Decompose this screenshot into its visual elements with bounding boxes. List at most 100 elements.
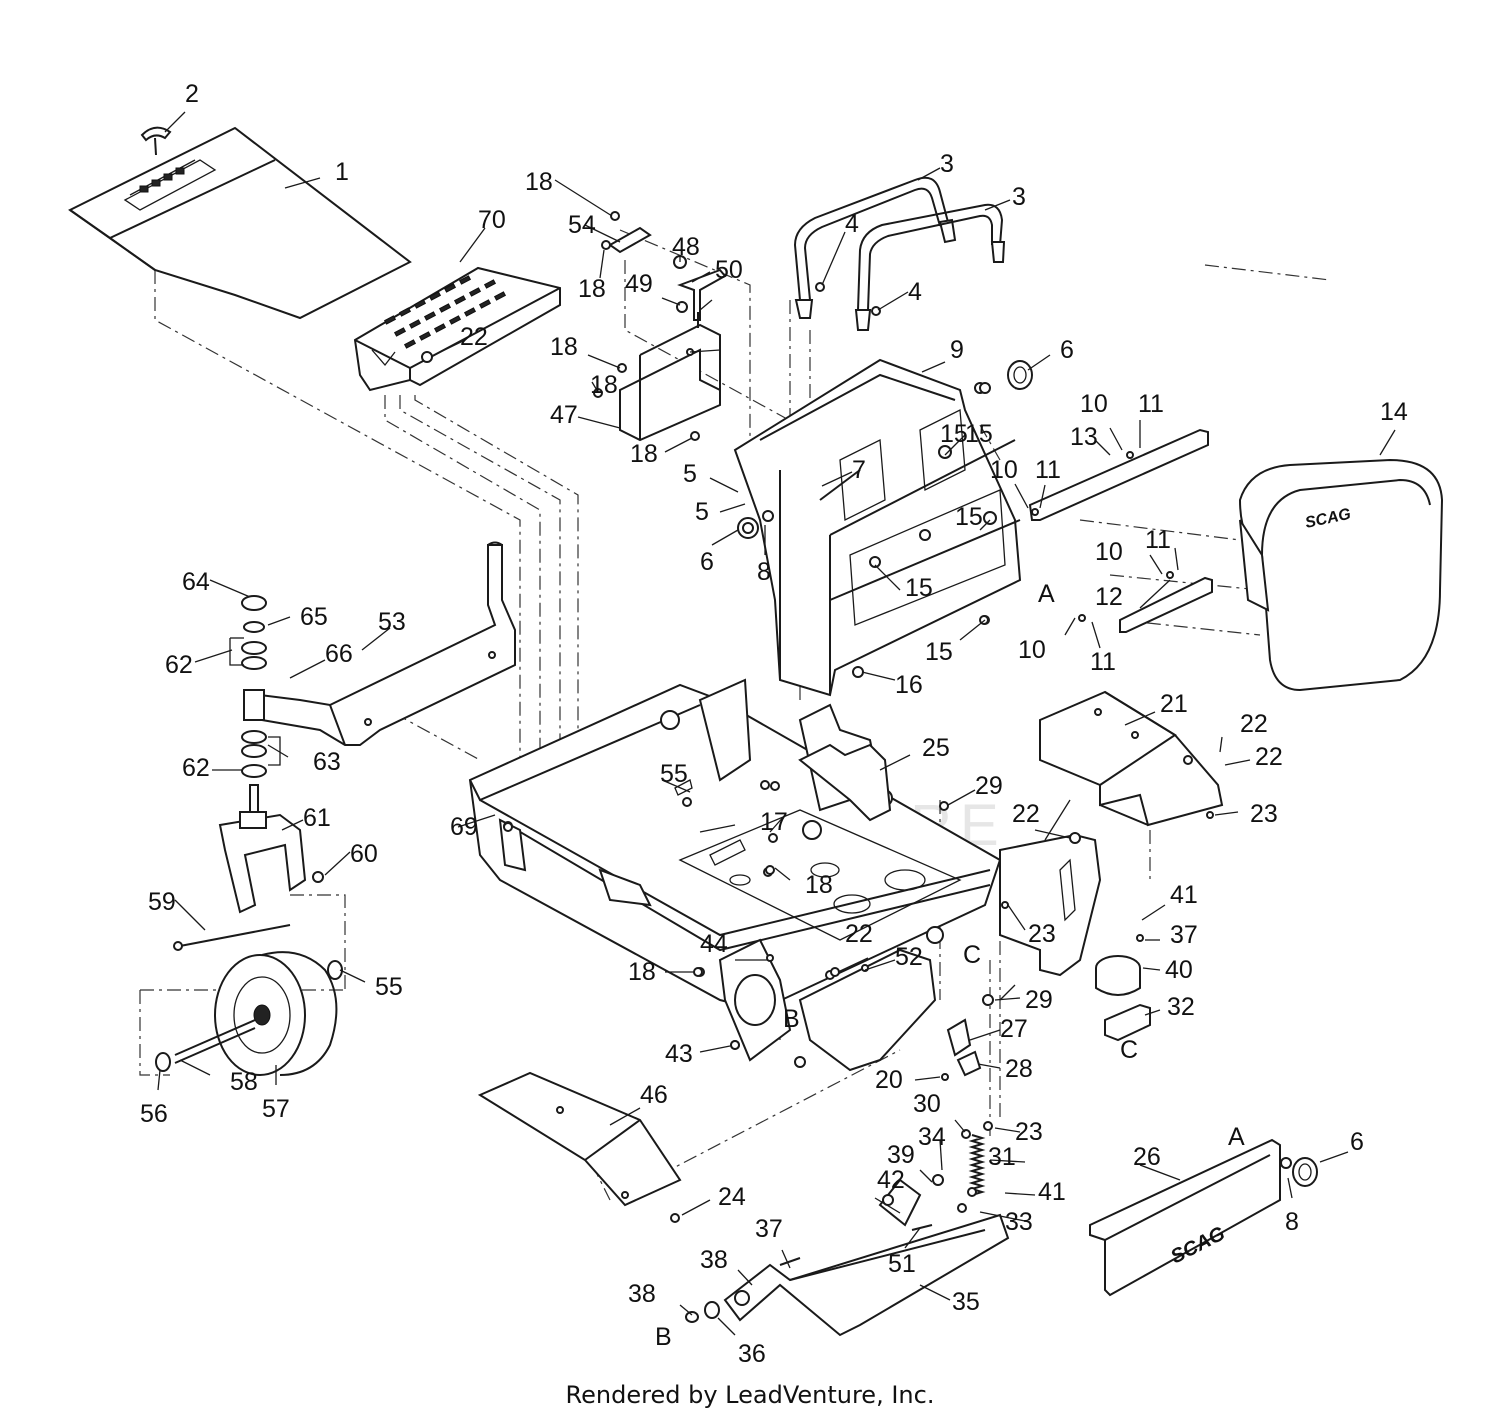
callout: 4 — [908, 278, 922, 306]
callout: 22 — [1240, 710, 1268, 738]
callout: 29 — [975, 772, 1003, 800]
callout: 11 — [1138, 390, 1164, 418]
callout: 44 — [700, 930, 728, 958]
callout: 14 — [1380, 398, 1408, 426]
callout: 29 — [1025, 986, 1053, 1014]
callout: 57 — [262, 1095, 290, 1123]
callout: 47 — [550, 401, 578, 429]
callout: 1 — [335, 158, 349, 186]
latch-bracket — [946, 1018, 982, 1077]
callout: 6 — [1350, 1128, 1364, 1156]
seat-base — [1039, 690, 1224, 827]
callout: 18 — [525, 168, 553, 196]
callout: 35 — [952, 1288, 980, 1316]
callout: 10 — [1095, 538, 1123, 566]
callout: 18 — [590, 371, 618, 399]
callout: 23 — [1028, 920, 1056, 948]
callout: 27 — [1000, 1015, 1028, 1043]
callout: 2 — [185, 80, 199, 108]
callout: 6 — [1060, 336, 1074, 364]
callout: 37 — [755, 1215, 783, 1243]
callout: 4 — [845, 210, 859, 238]
main-frame — [468, 678, 1102, 1072]
callout: 53 — [378, 608, 406, 636]
callout: 54 — [568, 211, 596, 239]
reference-letters: A A B B C C — [655, 580, 1245, 1351]
callout: 18 — [550, 333, 578, 361]
callout: 46 — [640, 1081, 668, 1109]
callout: 26 — [1133, 1143, 1161, 1171]
caster-fork — [173, 595, 324, 951]
seat-knob — [140, 126, 172, 156]
perforated-cover — [353, 266, 561, 392]
callout: 62 — [182, 754, 210, 782]
callout: 8 — [1285, 1208, 1299, 1236]
callout: 24 — [718, 1183, 746, 1211]
callout: 5 — [683, 460, 697, 488]
hardware — [421, 211, 1214, 1223]
spring — [961, 1121, 993, 1197]
callout: 25 — [922, 734, 950, 762]
caster-arm — [258, 541, 516, 746]
callout-labels: 1 2 3 3 4 4 5 5 6 6 6 7 8 8 9 10 10 10 1… — [140, 80, 1408, 1368]
callout: 55 — [375, 973, 403, 1001]
callout: 36 — [738, 1340, 766, 1368]
callout: 59 — [148, 888, 176, 916]
callout: 11 — [1035, 456, 1061, 484]
callout: 15 — [940, 420, 968, 448]
callout: 15 — [965, 420, 993, 448]
callout: 64 — [182, 568, 210, 596]
callout: 13 — [1070, 423, 1098, 451]
callout: 22 — [1012, 800, 1040, 828]
callout: 16 — [895, 671, 923, 699]
callout: 30 — [913, 1090, 941, 1118]
callout: 62 — [165, 651, 193, 679]
callout: 40 — [1165, 956, 1193, 984]
callout: 37 — [1170, 921, 1198, 949]
callout: 51 — [888, 1250, 916, 1278]
callout: 33 — [1005, 1208, 1033, 1236]
callout: 18 — [628, 958, 656, 986]
callout: 32 — [1167, 993, 1195, 1021]
callout: 39 — [887, 1141, 915, 1169]
ref-letter: A — [1228, 1123, 1245, 1151]
seat: SCAG — [1238, 458, 1444, 692]
callout: 15 — [905, 574, 933, 602]
callout: 43 — [665, 1040, 693, 1068]
foot-plate — [477, 1071, 682, 1207]
callout: 49 — [625, 270, 653, 298]
ref-letter: A — [1038, 580, 1055, 608]
callout: 3 — [940, 150, 954, 178]
callout: 10 — [1018, 636, 1046, 664]
callout: 5 — [695, 498, 709, 526]
callout: 66 — [325, 640, 353, 668]
callout: 52 — [895, 943, 923, 971]
floor-pan-cover — [68, 126, 412, 320]
callout: 28 — [1005, 1055, 1033, 1083]
callout: 65 — [300, 603, 328, 631]
callout: 9 — [950, 336, 964, 364]
callout: 18 — [578, 275, 606, 303]
callout: 69 — [450, 813, 478, 841]
callout: 42 — [877, 1166, 905, 1194]
callout: 56 — [140, 1100, 168, 1128]
callout: 38 — [628, 1280, 656, 1308]
callout: 15 — [925, 638, 953, 666]
footer-credit: Rendered by LeadVenture, Inc. — [565, 1381, 935, 1409]
rear-panel: SCAG — [1089, 1138, 1318, 1297]
callout: 8 — [757, 558, 771, 586]
callout: 55 — [660, 760, 688, 788]
callout: 23 — [1015, 1118, 1043, 1146]
callout: 31 — [988, 1143, 1016, 1171]
bracket-assembly — [608, 226, 727, 442]
callout: 22 — [1255, 743, 1283, 771]
control-tower — [733, 358, 1032, 697]
callout: 23 — [1250, 800, 1278, 828]
callout: 11 — [1090, 648, 1116, 676]
callout: 20 — [875, 1066, 903, 1094]
callout: 41 — [1038, 1178, 1066, 1206]
seat-brackets — [1028, 428, 1213, 633]
callout: 3 — [1012, 183, 1026, 211]
callout: 17 — [760, 808, 788, 836]
